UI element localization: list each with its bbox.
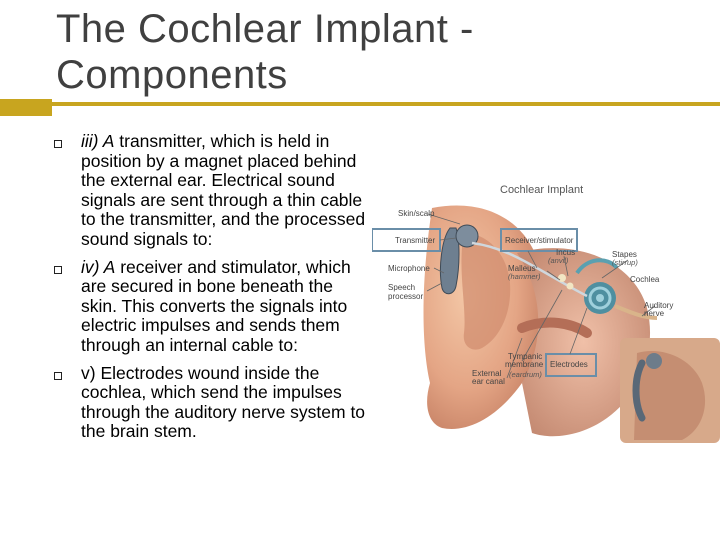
figure-title: Cochlear Implant [500, 184, 583, 196]
bullet-lead: iii) A [81, 131, 115, 151]
ossicle-bone [558, 274, 566, 282]
bullet-text: receiver and stimulator, which are secur… [81, 256, 351, 355]
label-eardrum: (eardrum) [509, 370, 542, 379]
label-malleus: Malleus [508, 264, 536, 273]
inset-coil [646, 353, 662, 369]
label-external: External [472, 369, 502, 378]
square-bullet-icon [54, 265, 62, 274]
ear-anatomy-illustration: Cochlear Implant [372, 184, 720, 443]
label-tympanic: Tympanic [508, 352, 542, 361]
transmitter-coil [455, 224, 479, 248]
label-processor: processor [388, 292, 423, 301]
slide-title-line-2: Components [56, 53, 288, 97]
speech-processor-device [439, 227, 460, 295]
label-transmitter: Transmitter [395, 236, 435, 245]
label-receiver: Receiver/stimulator [505, 236, 574, 245]
inner-ear-region [517, 248, 651, 437]
label-electrodes: Electrodes [550, 360, 588, 369]
square-bullet-icon [54, 140, 62, 148]
bullet-list: iii) A transmitter, which is held in pos… [52, 131, 372, 450]
label-ear-canal: ear canal [472, 377, 505, 386]
ossicle-bone [566, 282, 574, 290]
slide-title: The Cochlear Implant - Components [56, 6, 696, 98]
label-hammer: (hammer) [508, 272, 541, 281]
label-membrane: membrane [505, 360, 544, 369]
bullet-lead: iv) A [81, 256, 116, 277]
bullet-text: v) Electrodes wound inside the cochlea, … [81, 362, 366, 442]
label-stirrup: (stirrup) [612, 258, 638, 267]
receiver-highlight-box [500, 228, 578, 252]
auditory-nerve-shape [614, 304, 658, 320]
title-accent-block [0, 99, 52, 116]
cochlea-center [596, 294, 604, 302]
semicircular-canal [575, 258, 619, 275]
bullet-item-electrodes: v) Electrodes wound inside the cochlea, … [52, 362, 372, 442]
label-stapes: Stapes [612, 250, 637, 259]
title-divider-line [52, 102, 720, 106]
label-skin: Skin/scalp [398, 209, 435, 218]
cochlear-implant-diagram: Cochlear Implant [372, 178, 720, 454]
inset-ear [634, 351, 706, 440]
label-cochlea: Cochlea [630, 275, 660, 284]
label-nerve: nerve [644, 309, 665, 318]
leader-lines [426, 213, 656, 379]
bullet-item-transmitter: iii) A transmitter, which is held in pos… [52, 131, 372, 250]
label-auditory: Auditory [644, 301, 673, 310]
slide-title-line-1: The Cochlear Implant - [56, 7, 474, 51]
label-incus: Incus [556, 248, 575, 257]
cochlea-spiral [588, 286, 612, 310]
bullet-text: transmitter, which is held in position b… [81, 131, 366, 249]
label-anvil: (anvil) [548, 256, 569, 265]
label-speech: Speech [388, 283, 415, 292]
bullet-item-receiver: iv) A receiver and stimulator, which are… [52, 256, 372, 356]
inset-processor [632, 359, 646, 422]
ear-canal-shape [517, 317, 592, 338]
label-microphone: Microphone [388, 264, 430, 273]
ear-fold [461, 233, 511, 350]
square-bullet-icon [54, 371, 62, 380]
electrodes-highlight-box [545, 353, 597, 377]
